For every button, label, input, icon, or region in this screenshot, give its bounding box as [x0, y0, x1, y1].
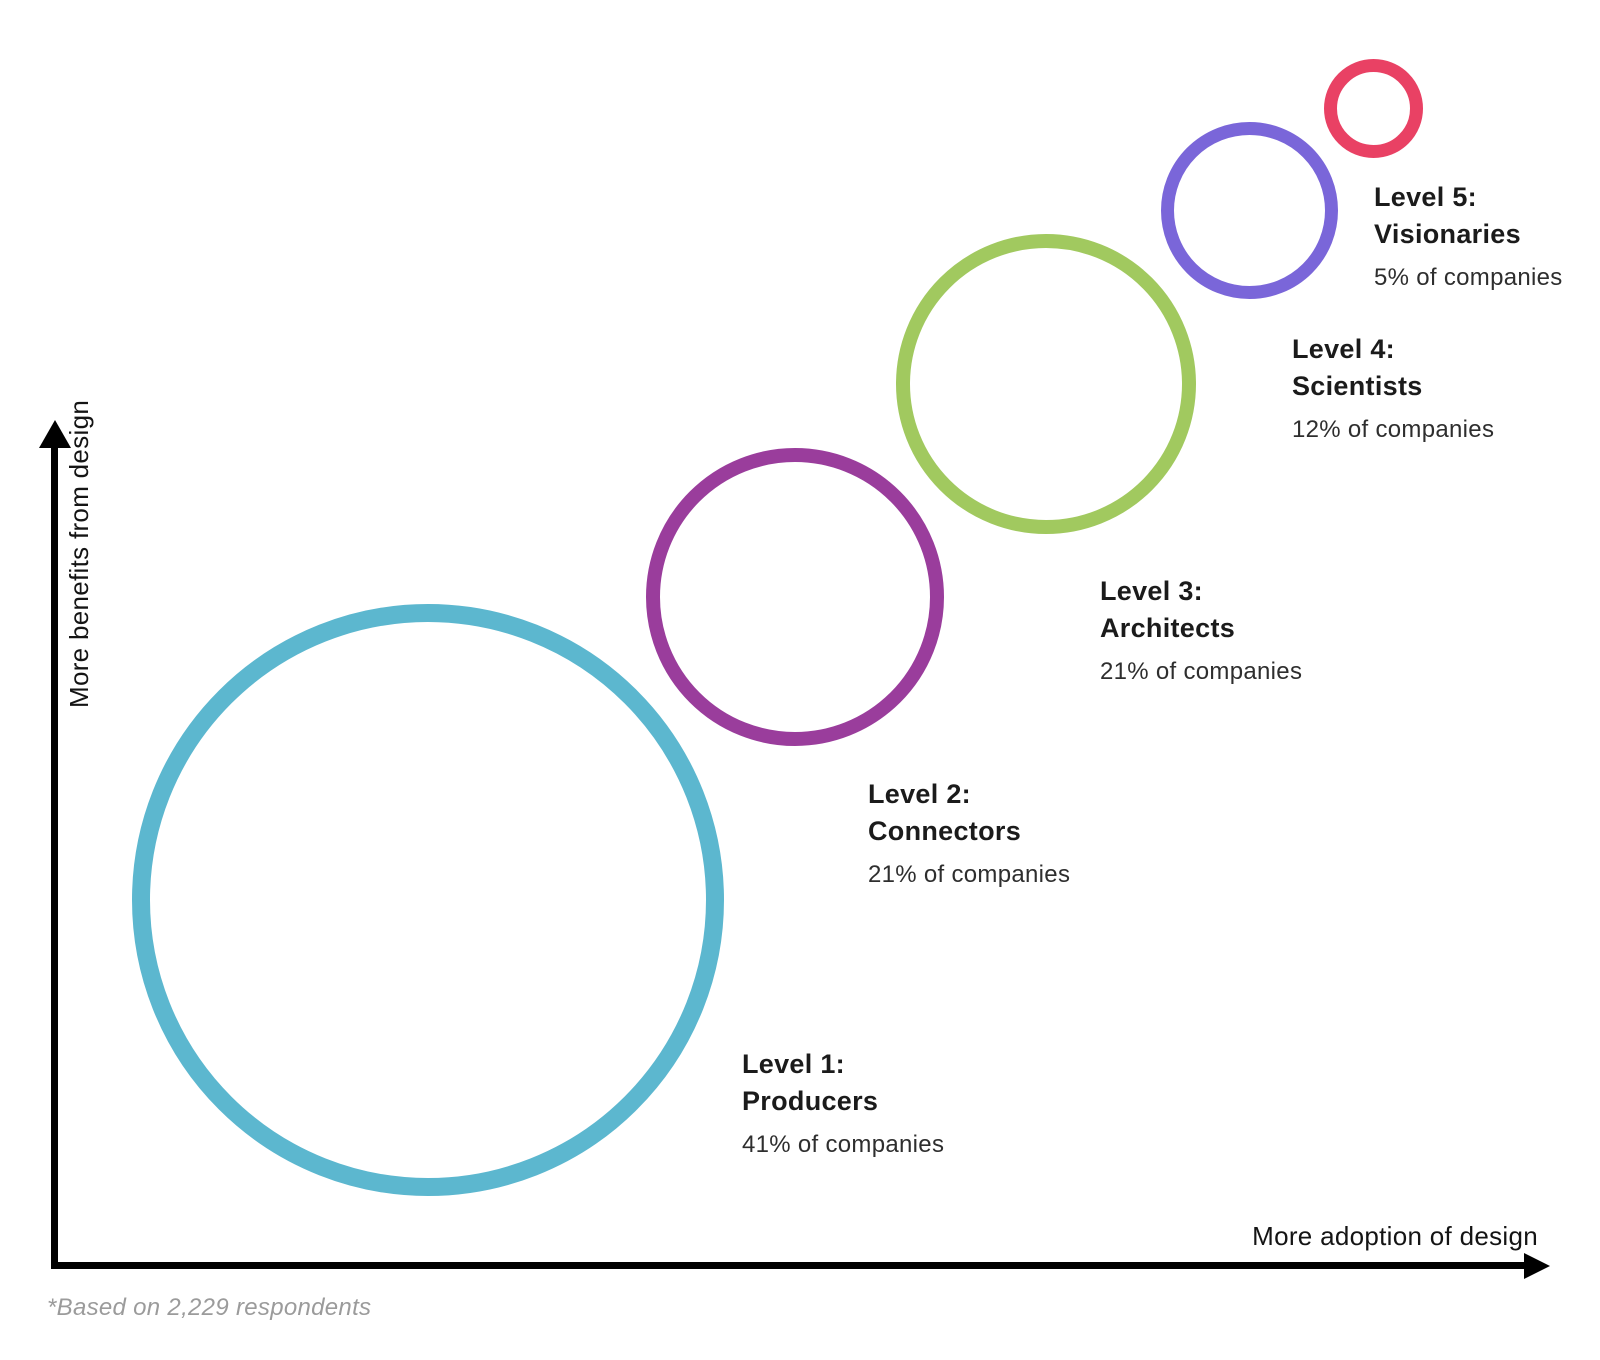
level-share: 12% of companies — [1292, 416, 1495, 443]
x-axis-label: More adoption of design — [1252, 1221, 1538, 1251]
y-axis-line — [51, 436, 58, 1269]
level-3-bubble — [896, 234, 1196, 534]
level-4-label: Level 4: Scientists 12% of companies — [1292, 331, 1494, 444]
level-2-bubble — [646, 448, 944, 746]
x-axis-arrowhead-icon — [1524, 1252, 1550, 1279]
level-title: Level 2: — [868, 779, 971, 809]
level-name: Architects — [1100, 613, 1236, 643]
level-name: Connectors — [868, 816, 1022, 846]
level-share: 21% of companies — [868, 861, 1071, 888]
level-1-label: Level 1: Producers 41% of companies — [742, 1046, 944, 1159]
level-name: Visionaries — [1374, 219, 1521, 249]
y-axis-label: More benefits from design — [64, 399, 94, 708]
level-share: 5% of companies — [1374, 264, 1563, 291]
y-axis-arrowhead-icon — [39, 420, 71, 448]
level-3-label: Level 3: Architects 21% of companies — [1100, 573, 1302, 686]
x-axis-line — [51, 1262, 1532, 1269]
level-name: Scientists — [1292, 371, 1423, 401]
footnote: *Based on 2,229 respondents — [47, 1294, 372, 1321]
level-share: 21% of companies — [1100, 658, 1303, 685]
level-2-label: Level 2: Connectors 21% of companies — [868, 776, 1070, 889]
level-share: 41% of companies — [742, 1131, 945, 1158]
level-title: Level 3: — [1100, 576, 1203, 606]
level-name: Producers — [742, 1086, 879, 1116]
level-5-bubble — [1324, 59, 1423, 158]
level-title: Level 5: — [1374, 182, 1477, 212]
level-title: Level 1: — [742, 1049, 845, 1079]
level-1-bubble — [132, 604, 724, 1196]
level-5-label: Level 5: Visionaries 5% of companies — [1374, 179, 1563, 292]
level-title: Level 4: — [1292, 334, 1395, 364]
level-4-bubble — [1161, 122, 1338, 299]
